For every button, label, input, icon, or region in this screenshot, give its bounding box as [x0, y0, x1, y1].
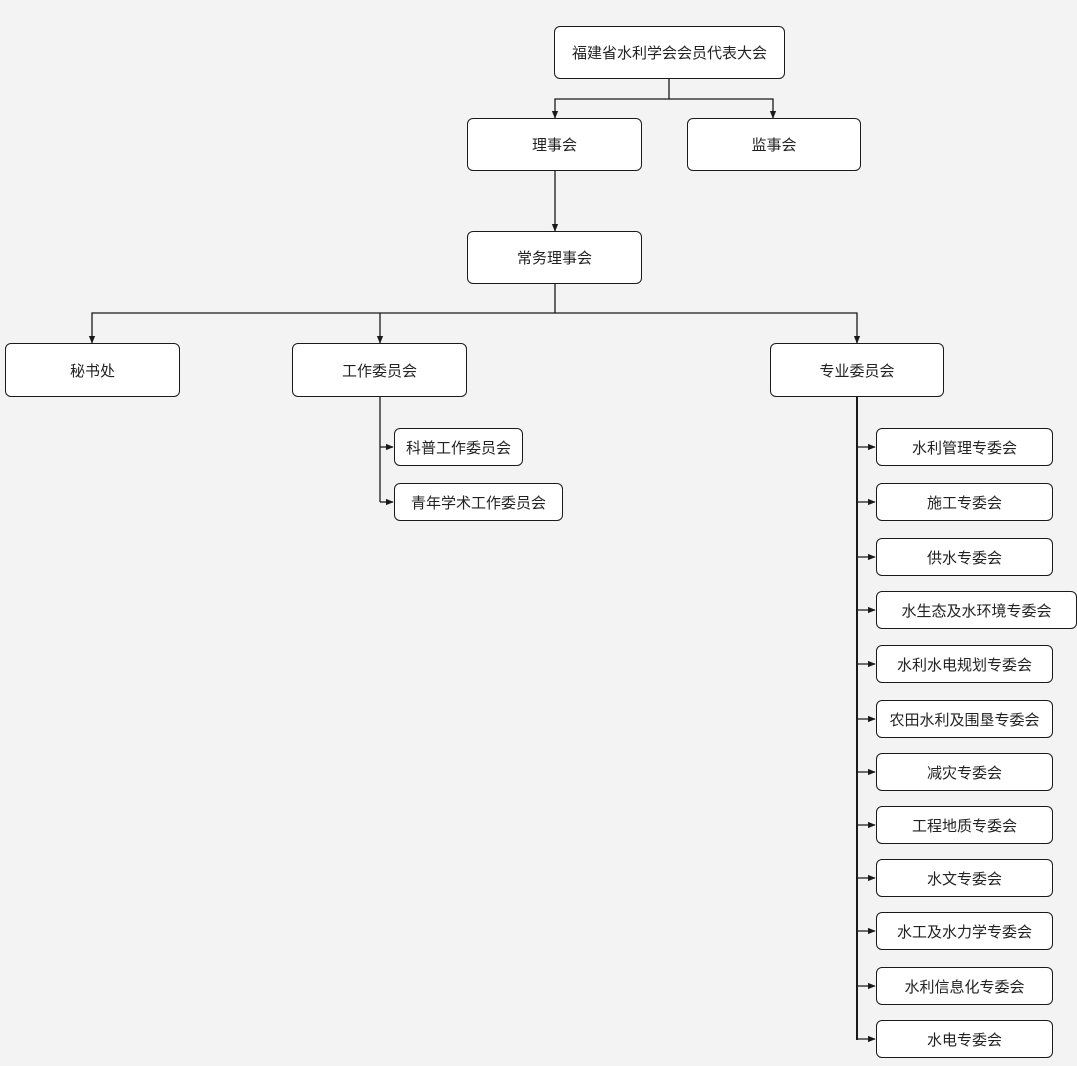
professional-committee-label: 水利水电规划专委会 [896, 655, 1032, 674]
node-congress-label: 福建省水利学会会员代表大会 [571, 44, 767, 62]
professional-committee-label: 水文专委会 [926, 869, 1002, 888]
node-standing[interactable]: 常务理事会 [467, 231, 642, 284]
node-supervisory[interactable]: 监事会 [687, 118, 861, 171]
professional-committee-label: 工程地质专委会 [911, 816, 1017, 835]
professional-committee-label: 农田水利及围垦专委会 [889, 710, 1040, 729]
node-council-label: 理事会 [531, 136, 577, 154]
professional-committee-node[interactable]: 水电专委会 [876, 1020, 1053, 1058]
node-working-label: 工作委员会 [341, 361, 417, 380]
professional-committee-node[interactable]: 减灾专委会 [876, 753, 1053, 791]
professional-committee-label: 水电专委会 [926, 1030, 1002, 1049]
professional-committee-node[interactable]: 农田水利及围垦专委会 [876, 700, 1053, 738]
connector-congress-council [551, 79, 670, 119]
node-standing-label: 常务理事会 [516, 249, 592, 267]
working-committee-label: 科普工作委员会 [405, 438, 511, 457]
professional-committee-label: 水生态及水环境专委会 [901, 601, 1052, 620]
node-secretariat-label: 秘书处 [69, 361, 115, 380]
professional-committee-node[interactable]: 施工专委会 [876, 483, 1053, 521]
node-professional[interactable]: 专业委员会 [770, 343, 944, 397]
working-committee-node[interactable]: 科普工作委员会 [394, 428, 523, 466]
professional-committee-label: 水工及水力学专委会 [896, 922, 1032, 941]
connector-standing-professional [555, 312, 861, 344]
professional-committee-label: 施工专委会 [926, 493, 1002, 512]
node-council[interactable]: 理事会 [467, 118, 642, 171]
working-committee-label: 青年学术工作委员会 [410, 493, 546, 512]
professional-committee-node[interactable]: 供水专委会 [876, 538, 1053, 576]
node-congress[interactable]: 福建省水利学会会员代表大会 [554, 26, 785, 79]
node-working[interactable]: 工作委员会 [292, 343, 467, 397]
professional-committee-node[interactable]: 水文专委会 [876, 859, 1053, 897]
node-professional-label: 专业委员会 [819, 361, 895, 380]
professional-committee-node[interactable]: 工程地质专委会 [876, 806, 1053, 844]
professional-committee-node[interactable]: 水利信息化专委会 [876, 967, 1053, 1005]
professional-committee-node[interactable]: 水生态及水环境专委会 [876, 591, 1077, 629]
professional-committee-node[interactable]: 水工及水力学专委会 [876, 912, 1053, 950]
professional-committee-label: 供水专委会 [926, 548, 1002, 567]
professional-committee-node[interactable]: 水利水电规划专委会 [876, 645, 1053, 683]
professional-committee-node[interactable]: 水利管理专委会 [876, 428, 1053, 466]
connector-congress-supervisory [669, 98, 777, 119]
professional-committee-label: 水利管理专委会 [911, 438, 1017, 457]
node-supervisory-label: 监事会 [751, 136, 797, 154]
connector-standing-secretariat [88, 284, 556, 344]
professional-committee-label: 水利信息化专委会 [904, 977, 1025, 996]
node-secretariat[interactable]: 秘书处 [5, 343, 180, 397]
working-committee-node[interactable]: 青年学术工作委员会 [394, 483, 563, 521]
professional-committee-label: 减灾专委会 [926, 763, 1002, 782]
